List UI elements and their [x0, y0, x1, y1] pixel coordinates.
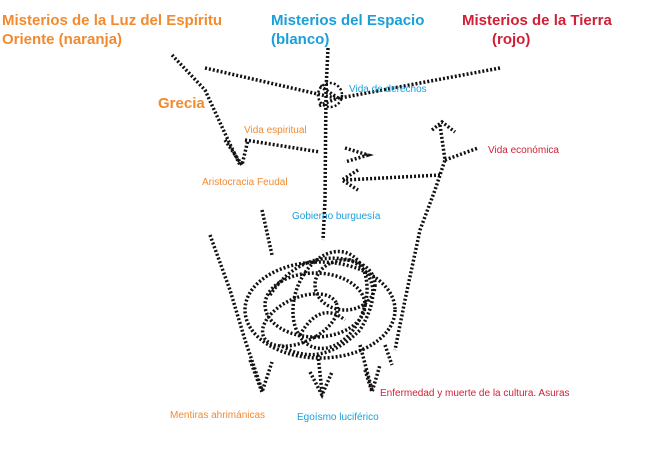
header-space-line2: (blanco) [271, 31, 330, 48]
central-stream [321, 47, 330, 241]
header-earth-line1: Misterios de la Tierra [462, 12, 612, 29]
label-vida-economica: Vida económica [488, 145, 559, 156]
light-descent [170, 53, 242, 166]
label-mentiras: Mentiras ahrimánicas [170, 410, 266, 421]
header-space-line1: Misterios del Espacio [271, 12, 425, 29]
earth-descent [393, 124, 447, 351]
label-vida-derechos: Vida de derechos [349, 84, 427, 95]
label-egoismo: Egoísmo luciférico [297, 412, 379, 423]
label-grecia: Grecia [158, 95, 205, 112]
arrow-earth-to-rights [339, 66, 501, 100]
label-aristocracia: Aristocracia Feudal [202, 177, 288, 188]
header-earth-line2: (rojo) [492, 31, 531, 48]
header-light-line2: Oriente (naranja) [2, 31, 123, 48]
label-gobierno: Gobierno burguesía [292, 211, 381, 222]
label-vida-espiritual: Vida espiritual [244, 125, 307, 136]
header-light-line1: Misterios de la Luz del Espíritu [2, 12, 223, 29]
arrow-light-to-rights [204, 66, 336, 100]
label-enfermedad: Enfermedad y muerte de la cultura. Asura… [380, 388, 570, 399]
